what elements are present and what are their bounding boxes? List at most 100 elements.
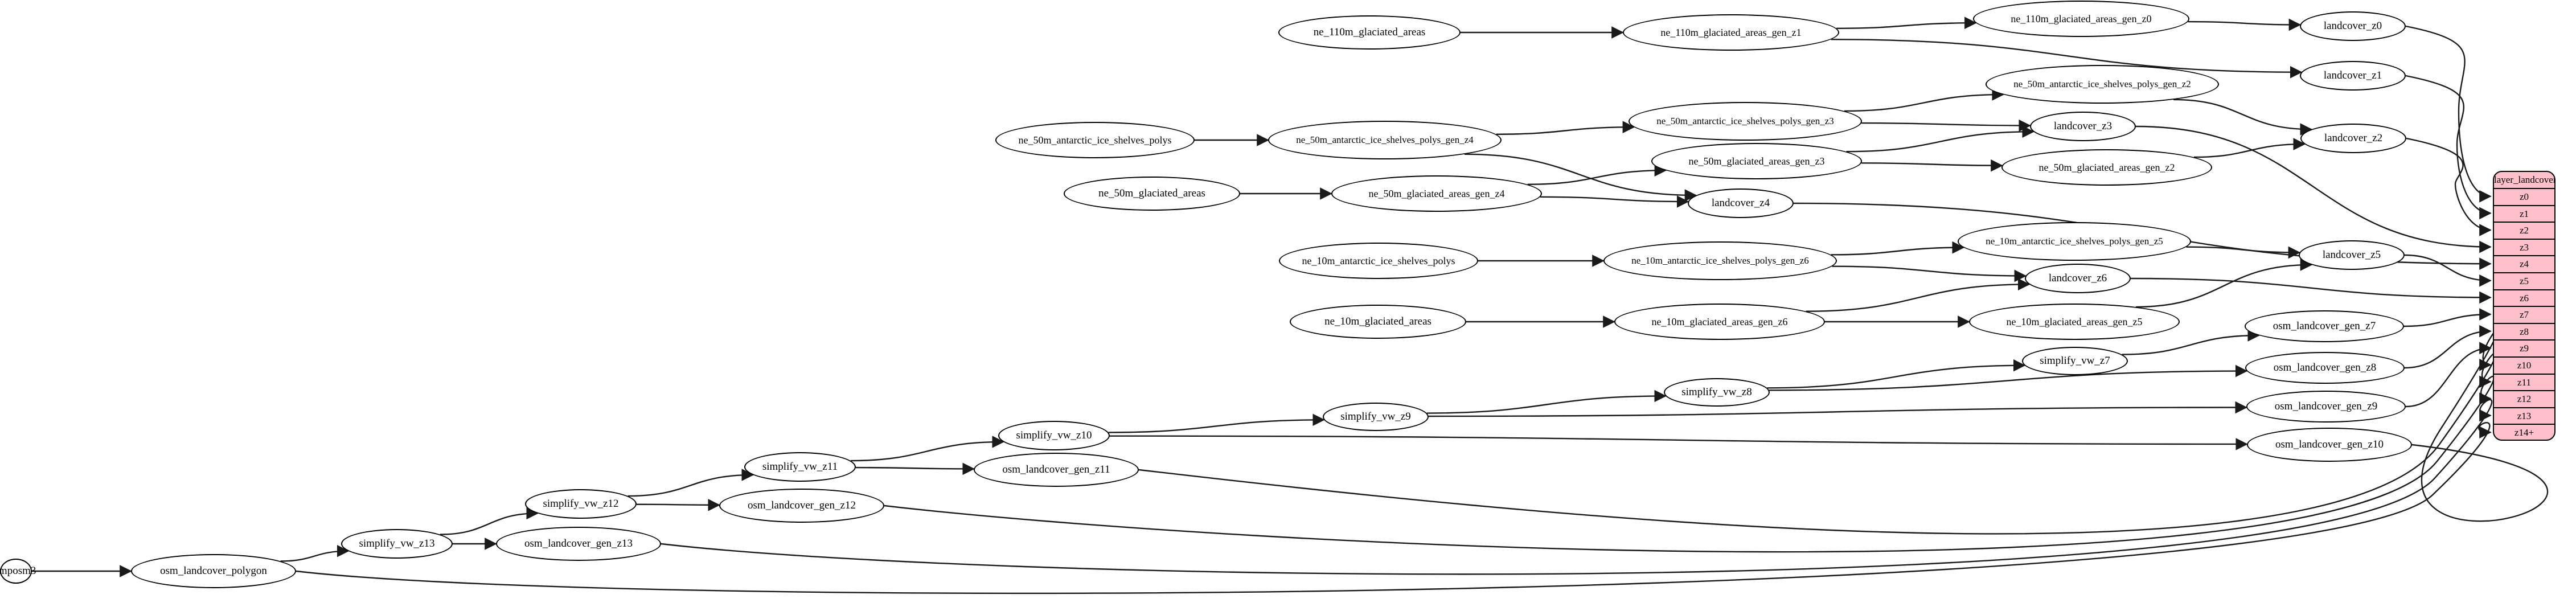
- graph-node-osm_landcover_gen_z13[interactable]: osm_landcover_gen_z13: [496, 527, 661, 561]
- table-row-z12[interactable]: z12: [2494, 391, 2554, 408]
- graph-node-landcover_z1[interactable]: landcover_z1: [2300, 61, 2406, 91]
- graph-node-ne_50m_glaciated_areas[interactable]: ne_50m_glaciated_areas: [1064, 177, 1240, 211]
- edge-ne_110m_glaciated_areas_gen_z0-to-landcover_z0: [2188, 18, 2302, 31]
- graph-node-ne_50m_glaciated_areas_gen_z2[interactable]: ne_50m_glaciated_areas_gen_z2: [2001, 149, 2212, 186]
- edge-landcover_z5-to-table-z5: [2404, 254, 2492, 287]
- graph-node-osm_landcover_gen_z11[interactable]: osm_landcover_gen_z11: [974, 453, 1139, 487]
- table-row-z5[interactable]: z5: [2494, 273, 2554, 290]
- table-row-z9[interactable]: z9: [2494, 341, 2554, 358]
- graph-node-simplify_vw_z9[interactable]: simplify_vw_z9: [1323, 403, 1429, 431]
- graph-node-simplify_vw_z11[interactable]: simplify_vw_z11: [744, 452, 856, 482]
- graph-node-label: osm_landcover_gen_z10: [2275, 438, 2384, 451]
- graph-node-ne_10m_glaciated_areas[interactable]: ne_10m_glaciated_areas: [1290, 305, 1466, 339]
- edge-simplify_vw_z12-to-simplify_vw_z11: [627, 469, 754, 497]
- edge-simplify_vw_z7-to-osm_landcover_gen_z7: [2122, 329, 2260, 355]
- graph-node-ne_10m_glaciated_areas_gen_z5[interactable]: ne_10m_glaciated_areas_gen_z5: [1969, 304, 2180, 340]
- graph-node-label: ne_10m_glaciated_areas_gen_z6: [1651, 315, 1788, 327]
- graph-node-label: ne_50m_glaciated_areas_gen_z3: [1688, 155, 1825, 167]
- graph-node-landcover_z2[interactable]: landcover_z2: [2300, 124, 2406, 153]
- graph-node-osm_landcover_gen_z8[interactable]: osm_landcover_gen_z8: [2245, 352, 2405, 384]
- table-row-z11[interactable]: z11: [2494, 375, 2554, 392]
- graph-node-ne_50m_glaciated_areas_gen_z3[interactable]: ne_50m_glaciated_areas_gen_z3: [1651, 143, 1862, 179]
- graph-node-simplify_vw_z8[interactable]: simplify_vw_z8: [1664, 378, 1770, 407]
- graph-node-label: simplify_vw_z11: [762, 461, 838, 473]
- graph-node-label: landcover_z2: [2324, 132, 2383, 145]
- graph-node-label: osm_landcover_gen_z8: [2273, 362, 2377, 374]
- edge-paths: [32, 17, 2548, 594]
- graph-node-osm_landcover_gen_z7[interactable]: osm_landcover_gen_z7: [2245, 310, 2404, 342]
- graph-node-ne_110m_glaciated_areas_gen_z0[interactable]: ne_110m_glaciated_areas_gen_z0: [1973, 1, 2189, 37]
- graph-node-osm_landcover_gen_z10[interactable]: osm_landcover_gen_z10: [2247, 428, 2412, 462]
- edge-ne_50m_antarctic_ice_shelves_polys_gen_z4-to-ne_50m_antarctic_ice_shelves_polys_gen_z3: [1496, 121, 1635, 136]
- table-row-z8[interactable]: z8: [2494, 324, 2554, 341]
- graph-node-simplify_vw_z7[interactable]: simplify_vw_z7: [2022, 347, 2128, 375]
- graph-node-label: osm_landcover_gen_z9: [2274, 400, 2378, 413]
- graph-node-landcover_z5[interactable]: landcover_z5: [2299, 240, 2405, 270]
- table-row-z10[interactable]: z10: [2494, 358, 2554, 375]
- graph-node-label: ne_50m_glaciated_areas: [1098, 187, 1205, 200]
- edge-landcover_z2-to-table-z2: [2406, 137, 2492, 236]
- edge-ne_50m_antarctic_ice_shelves_polys_gen_z3-to-ne_50m_antarctic_ice_shelves_polys_gen_z2: [1844, 88, 2004, 112]
- table-row-z6[interactable]: z6: [2494, 290, 2554, 307]
- table-row-z13[interactable]: z13: [2494, 408, 2554, 425]
- graph-node-label: ne_10m_antarctic_ice_shelves_polys: [1302, 255, 1455, 266]
- edge-osm_landcover_polygon-to-table-z14+: [296, 422, 2492, 594]
- table-row-z4[interactable]: z4: [2494, 256, 2554, 273]
- edge-simplify_vw_z9-to-simplify_vw_z8: [1426, 389, 1667, 414]
- graph-node-ne_10m_antarctic_ice_shelves_polys[interactable]: ne_10m_antarctic_ice_shelves_polys: [1279, 243, 1478, 279]
- graph-node-ne_10m_antarctic_ice_shelves_polys_gen_z6[interactable]: ne_10m_antarctic_ice_shelves_polys_gen_z…: [1603, 241, 1837, 280]
- graph-node-label: simplify_vw_z7: [2040, 355, 2110, 367]
- edge-ne_10m_antarctic_ice_shelves_polys_gen_z6-to-ne_10m_antarctic_ice_shelves_polys_gen_z5: [1831, 241, 1965, 256]
- edge-simplify_vw_z9-to-osm_landcover_gen_z9: [1428, 401, 2247, 417]
- edge-osm_landcover_gen_z7-to-table-z7: [2403, 308, 2492, 327]
- graph-node-ne_50m_antarctic_ice_shelves_polys_gen_z2[interactable]: ne_50m_antarctic_ice_shelves_polys_gen_z…: [1986, 65, 2219, 104]
- graph-node-ne_50m_antarctic_ice_shelves_polys_gen_z4[interactable]: ne_50m_antarctic_ice_shelves_polys_gen_z…: [1268, 121, 1502, 159]
- graph-node-label: landcover_z1: [2323, 69, 2382, 82]
- graph-node-landcover_z3[interactable]: landcover_z3: [2030, 112, 2136, 141]
- graph-node-label: simplify_vw_z13: [359, 538, 435, 550]
- graph-node-label: imposm3: [0, 565, 36, 577]
- graph-node-label: simplify_vw_z8: [1681, 386, 1752, 399]
- graph-node-ne_50m_antarctic_ice_shelves_polys[interactable]: ne_50m_antarctic_ice_shelves_polys: [995, 122, 1195, 158]
- graph-node-ne_110m_glaciated_areas[interactable]: ne_110m_glaciated_areas: [1278, 15, 1461, 50]
- table-row-z2[interactable]: z2: [2494, 223, 2554, 240]
- graph-node-osm_landcover_gen_z9[interactable]: osm_landcover_gen_z9: [2246, 391, 2406, 423]
- table-row-z3[interactable]: z3: [2494, 240, 2554, 257]
- graph-node-simplify_vw_z13[interactable]: simplify_vw_z13: [341, 529, 453, 559]
- edge-osm_landcover_gen_z13-to-table-z13: [661, 399, 2493, 575]
- graph-node-osm_landcover_gen_z12[interactable]: osm_landcover_gen_z12: [719, 489, 884, 523]
- edge-ne_50m_antarctic_ice_shelves_polys_gen_z2-to-landcover_z2: [2173, 99, 2313, 136]
- graph-node-imposm3[interactable]: imposm3: [0, 559, 36, 584]
- edge-osm_landcover_gen_z10-to-table-z10: [2411, 328, 2548, 522]
- graph-node-simplify_vw_z10[interactable]: simplify_vw_z10: [998, 421, 1110, 450]
- graph-node-label: ne_50m_glaciated_areas_gen_z2: [2038, 161, 2175, 173]
- graph-node-label: landcover_z0: [2323, 20, 2382, 32]
- graph-node-simplify_vw_z12[interactable]: simplify_vw_z12: [525, 489, 637, 519]
- graph-node-label: osm_landcover_gen_z12: [748, 499, 856, 512]
- table-row-z14+[interactable]: z14+: [2514, 427, 2534, 438]
- graph-node-ne_10m_glaciated_areas_gen_z6[interactable]: ne_10m_glaciated_areas_gen_z6: [1614, 304, 1825, 340]
- graph-node-osm_landcover_polygon[interactable]: osm_landcover_polygon: [131, 554, 296, 588]
- edge-ne_50m_glaciated_areas_gen_z4-to-landcover_z4: [1540, 195, 1689, 208]
- edge-ne_110m_glaciated_areas_gen_z1-to-ne_110m_glaciated_areas_gen_z0: [1836, 17, 1977, 30]
- edge-ne_10m_glaciated_areas_gen_z6-to-landcover_z6: [1806, 278, 2031, 312]
- graph-node-landcover_z0[interactable]: landcover_z0: [2300, 11, 2406, 41]
- graph-node-ne_110m_glaciated_areas_gen_z1[interactable]: ne_110m_glaciated_areas_gen_z1: [1623, 14, 1839, 51]
- graph-node-label: ne_50m_glaciated_areas_gen_z4: [1368, 187, 1505, 199]
- graph-node-label: ne_10m_antarctic_ice_shelves_polys_gen_z…: [1631, 255, 1809, 266]
- graph-node-landcover_z6[interactable]: landcover_z6: [2025, 264, 2131, 293]
- table-row-z0[interactable]: z0: [2494, 189, 2554, 206]
- graph-node-landcover_z4[interactable]: landcover_z4: [1688, 188, 1794, 218]
- edge-osm_landcover_gen_z9-to-table-z9: [2405, 342, 2492, 408]
- graph-node-ne_50m_antarctic_ice_shelves_polys_gen_z3[interactable]: ne_50m_antarctic_ice_shelves_polys_gen_z…: [1629, 102, 1862, 141]
- graph-node-ne_50m_glaciated_areas_gen_z4[interactable]: ne_50m_glaciated_areas_gen_z4: [1331, 175, 1542, 212]
- table-row-z7[interactable]: z7: [2494, 307, 2554, 324]
- graph-node-ne_10m_antarctic_ice_shelves_polys_gen_z5[interactable]: ne_10m_antarctic_ice_shelves_polys_gen_z…: [1958, 222, 2191, 261]
- table-row-z1[interactable]: z1: [2494, 206, 2554, 223]
- graph-node-label: simplify_vw_z12: [543, 498, 619, 510]
- graph-node-label: landcover_z6: [2048, 272, 2107, 285]
- edge-simplify_vw_z8-to-simplify_vw_z7: [1767, 359, 2026, 389]
